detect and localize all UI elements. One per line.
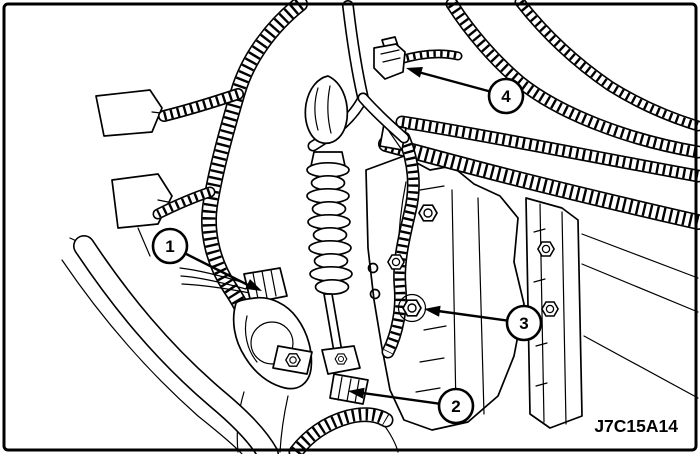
callout-1-badge: [151, 227, 189, 265]
callout-2-label: 2: [451, 397, 460, 416]
bolt-panel-upper: [537, 241, 555, 257]
harness-branch-lower-left: [152, 186, 216, 220]
clevis-pin: [334, 353, 348, 365]
conduit-y: [304, 0, 410, 152]
conduit-right-branch: [357, 92, 410, 144]
callout-3-label: 3: [519, 314, 528, 333]
callout-3: 3: [424, 304, 543, 342]
callout-4-badge: [487, 77, 525, 115]
rubber-grommet: [304, 75, 349, 145]
callout-1-arrow: [184, 252, 250, 287]
bracket-upper-left: [95, 89, 163, 137]
bracket-bolt: [285, 353, 301, 367]
harness-looms: [152, 0, 700, 454]
bolts: [367, 134, 559, 323]
sensor-body: [373, 43, 406, 80]
callout-4-label: 4: [501, 87, 511, 106]
bolt-block-top: [418, 204, 438, 222]
sensor-connector: [373, 36, 406, 80]
callout-2-badge: [437, 387, 475, 425]
callout-2-arrow: [361, 391, 440, 405]
bolt-callout-3-target: [402, 299, 422, 317]
harness-branch-upper-left: [158, 88, 244, 122]
bellows-boot: [306, 151, 369, 405]
actuator-component: [179, 267, 313, 390]
harness-bottom-stub: [288, 407, 394, 454]
actuator-rod: [323, 293, 343, 353]
callout-2: 2: [348, 387, 475, 425]
bolt-panel-lower: [541, 301, 559, 317]
hoses: [61, 235, 279, 454]
callout-1-label: 1: [165, 237, 174, 256]
conduit-stem: [342, 0, 369, 104]
harness-top-right-outer: [445, 0, 700, 159]
callouts: 1 2 3 4: [151, 67, 543, 425]
callout-3-arrow: [437, 309, 508, 322]
harness-sensor-tail: [395, 49, 463, 65]
callout-4-arrow: [419, 71, 490, 93]
harness-center-down: [381, 131, 420, 359]
callout-4: 4: [406, 67, 525, 115]
callout-3-badge: [505, 304, 543, 342]
harness-right-sweep-upper: [395, 115, 700, 183]
harness-top-right-inner: [514, 0, 700, 132]
callout-1: 1: [151, 227, 262, 291]
bolt-block-mid: [387, 254, 405, 270]
hose-parallel-line: [61, 259, 243, 454]
figure-code-label: J7C15A14: [594, 416, 678, 436]
lower-radiator-hose: [73, 235, 279, 454]
engine-block: [365, 155, 525, 431]
actuator-body: [232, 296, 313, 390]
